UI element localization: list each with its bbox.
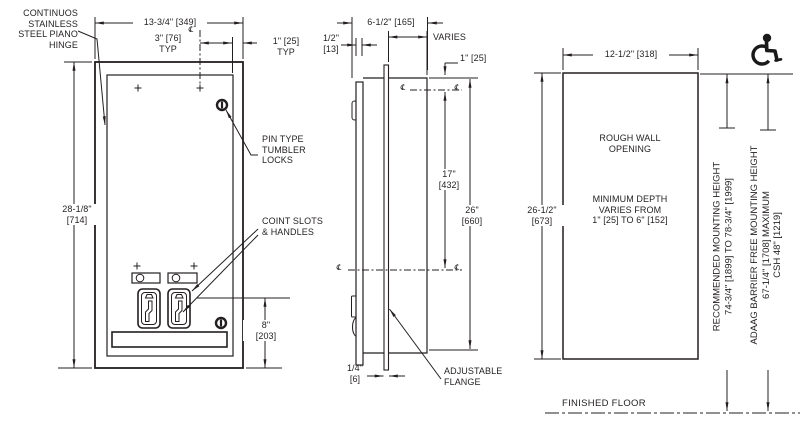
tumbler-lock-top-icon <box>215 98 229 112</box>
accessibility-icon <box>751 33 783 66</box>
mounting-height-dimensions <box>700 73 793 412</box>
hinge-leader-line <box>77 30 106 126</box>
side-view <box>337 17 478 380</box>
door-panel-outline <box>106 74 234 357</box>
lock-leader-line <box>225 109 258 156</box>
finished-floor-label: FINISHED FLOOR <box>562 398 646 409</box>
coin-leader-2 <box>182 234 259 313</box>
front-edge-dim-text: 1" [25] TYP <box>272 36 300 57</box>
centers-dim-text: 17" [432] <box>430 169 468 190</box>
wall-varies-dimension <box>388 31 428 75</box>
projection-dimension <box>341 38 377 56</box>
centerline-symbol-side-bottom-left: ℄ <box>336 263 342 272</box>
locks-label: PIN TYPE TUMBLER LOCKS <box>262 134 306 165</box>
tumbler-lock-bottom-icon <box>214 316 228 330</box>
centerline-symbol-side-bottom-right: ℄ <box>454 263 460 272</box>
centerline-symbol-side-top-right: ℄ <box>454 83 460 92</box>
flange-label: ADJUSTABLE FLANGE <box>444 366 503 387</box>
front-offset-dim-text: 3" [76] TYP <box>154 33 182 54</box>
door-side <box>355 81 364 366</box>
front-view <box>58 17 290 369</box>
front-offset-dimensions <box>199 37 257 73</box>
adjustable-flange-plate <box>383 64 390 371</box>
flange-thickness-dim-text: 1/4" [6] <box>346 363 364 384</box>
handle-unit-left <box>137 288 161 329</box>
projection-dim-text: 1/2" [13] <box>322 33 340 54</box>
flange-leader-line <box>389 308 442 380</box>
front-width-dim-text: 13-3/4" [349] <box>133 17 207 28</box>
centerline-symbol-front: ℄ <box>188 25 194 34</box>
side-opening-height-dim-text: 26" [660] <box>452 205 492 226</box>
top-offset-dim-text: 1" [25] <box>460 53 487 63</box>
coin-leader-1 <box>191 228 259 292</box>
varies-dim-text: VARIES <box>433 32 466 42</box>
opening-width-dim-text: 12-1/2" [318] <box>593 49 669 60</box>
minimum-depth-note: MINIMUM DEPTH VARIES FROM 1" [25] TO 6" … <box>592 194 668 225</box>
opening-height-dim-text: 26-1/2" [673] <box>513 205 571 226</box>
coin-slots-label: COINT SLOTS & HANDLES <box>262 216 323 237</box>
top-offset-dimension <box>443 62 458 76</box>
rough-wall-opening-title: ROUGH WALL OPENING <box>599 133 661 154</box>
cabinet-body-side <box>363 77 428 354</box>
dispensing-tray <box>111 331 228 348</box>
adaag-mounting-height-text: ADAAG BARRIER FREE MOUNTING HEIGHT 67-1/… <box>749 145 783 345</box>
coin-slot-plates <box>131 272 198 284</box>
front-height-dim-text: 28-1/8" [714] <box>48 204 106 225</box>
depth-dim-text: 6-1/2" [165] <box>357 17 425 28</box>
hinge-label: CONTINUOS STAINLESS STEEL PIANO HINGE <box>18 8 78 50</box>
recommended-mounting-height-text: RECOMMENDED MOUNTING HEIGHT 74-3/4" [189… <box>711 161 735 332</box>
slot-height-dim-text: 8" [203] <box>243 320 289 341</box>
mounting-hole-marks <box>133 84 204 270</box>
centerline-symbol-side-top-left: ℄ <box>400 83 406 92</box>
